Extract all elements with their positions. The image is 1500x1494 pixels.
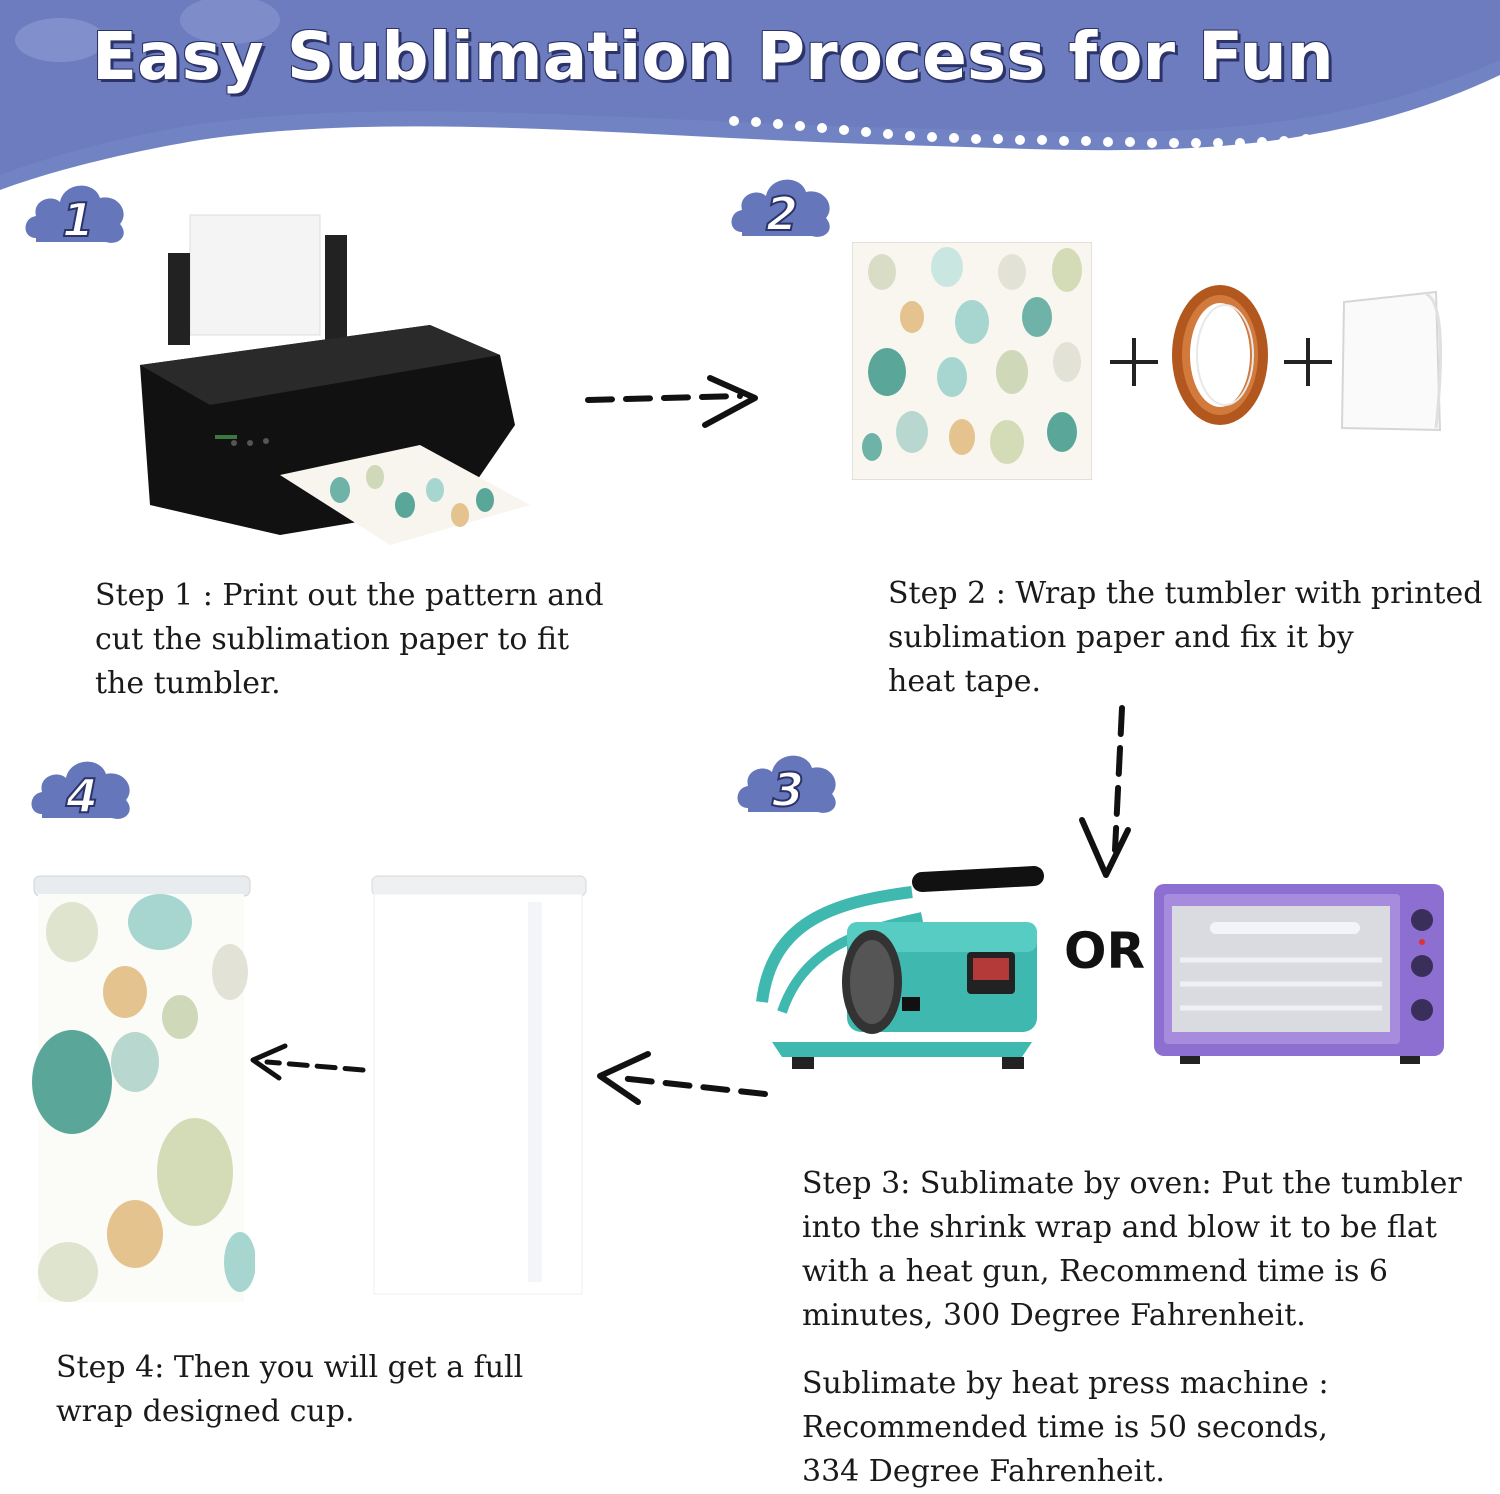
header-banner <box>0 0 1500 190</box>
or-label: OR <box>1064 922 1146 980</box>
blank-tumbler <box>371 875 587 1295</box>
step-4-text: Step 4: Then you will get a full wrap de… <box>56 1350 524 1429</box>
plus-icon <box>1284 338 1332 386</box>
badge-number-1: 1 <box>62 193 94 247</box>
arrow-right-icon <box>585 375 758 428</box>
step-4-badge: 4 <box>31 761 130 824</box>
step-1-text: Step 1 : Print out the pattern and cut t… <box>95 578 604 701</box>
page-title: Easy Sublimation Process for Fun <box>92 18 1334 95</box>
shrink-wrap-sleeve <box>1340 290 1443 432</box>
step-3-oven-text: Step 3: Sublimate by oven: Put the tumbl… <box>802 1166 1462 1333</box>
tumbler-heat-press <box>756 866 1044 1069</box>
arrow-left-icon <box>597 1051 768 1105</box>
plus-icon <box>1110 338 1158 386</box>
step-3-press-text: Sublimate by heat press machine : Recomm… <box>802 1366 1329 1489</box>
step-2-badge: 2 <box>731 179 830 242</box>
badge-number-3: 3 <box>772 763 804 817</box>
egg-pattern-paper <box>852 242 1092 480</box>
step-2-text: Step 2 : Wrap the tumbler with printed s… <box>888 576 1483 699</box>
badge-number-4: 4 <box>65 769 98 823</box>
heat-tape-roll <box>1172 285 1268 425</box>
arrow-left-icon <box>250 1043 366 1081</box>
step-3-badge: 3 <box>737 755 836 818</box>
badge-number-2: 2 <box>766 187 798 241</box>
step-1-badge: 1 <box>25 185 124 248</box>
printer-icon <box>140 214 530 545</box>
toaster-oven <box>1154 884 1444 1064</box>
printed-tumbler <box>32 875 255 1302</box>
arrow-down-icon <box>1079 705 1131 878</box>
